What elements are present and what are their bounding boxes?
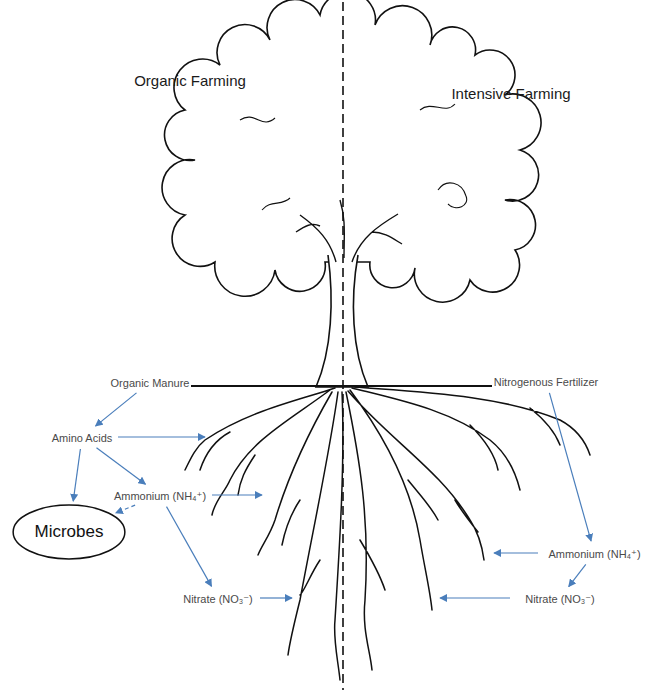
uptake-arrow <box>212 494 262 495</box>
nutrient-name: Ammonium (NH₄⁺) <box>112 489 208 504</box>
flow-arrow <box>549 393 591 541</box>
nutrient-name: Nitrate (NO₃⁻) <box>181 592 255 607</box>
tree-trunk <box>316 255 368 387</box>
flow-arrow <box>73 449 80 501</box>
uptake-arrow <box>494 552 538 553</box>
nutrient-label: Amino Acids <box>49 428 116 446</box>
nutrient-name: Organic Manure <box>109 376 192 390</box>
section-title: Intensive Farming <box>451 85 570 102</box>
nutrient-label: Ammonium (NH₄⁺) <box>111 486 210 504</box>
uptake-arrow <box>260 597 292 598</box>
uptake-arrows <box>118 437 538 598</box>
uptake-arrow <box>118 436 205 437</box>
uptake-arrow <box>440 597 510 598</box>
node-title: Microbes <box>33 521 106 543</box>
nutrient-name: Nitrogenous Fertilizer <box>492 375 601 389</box>
microbe-ellipse: Microbes <box>12 504 126 560</box>
flow-arrow <box>569 564 586 586</box>
canopy-detail <box>240 104 467 210</box>
nutrient-name: Ammonium (NH₄⁺) <box>546 547 642 562</box>
nutrient-name: Nitrate (NO₃⁻) <box>523 592 597 607</box>
flow-arrow <box>97 448 146 484</box>
nutrient-label: Ammonium (NH₄⁺) <box>545 544 644 562</box>
nutrient-label: Nitrate (NO₃⁻) <box>180 589 256 607</box>
section-title: Organic Farming <box>134 72 246 89</box>
flow-arrow <box>167 507 212 587</box>
tree-roots <box>185 387 590 680</box>
nutrient-label: Nitrate (NO₃⁻) <box>522 589 598 607</box>
nutrient-name: Amino Acids <box>50 431 115 445</box>
flow-arrow <box>116 505 135 513</box>
tree-branches <box>296 200 402 262</box>
divider-line <box>342 2 344 690</box>
flow-arrow <box>96 393 137 426</box>
nutrient-label: Organic Manure <box>108 373 193 391</box>
nutrient-label: Nitrogenous Fertilizer <box>491 372 602 390</box>
